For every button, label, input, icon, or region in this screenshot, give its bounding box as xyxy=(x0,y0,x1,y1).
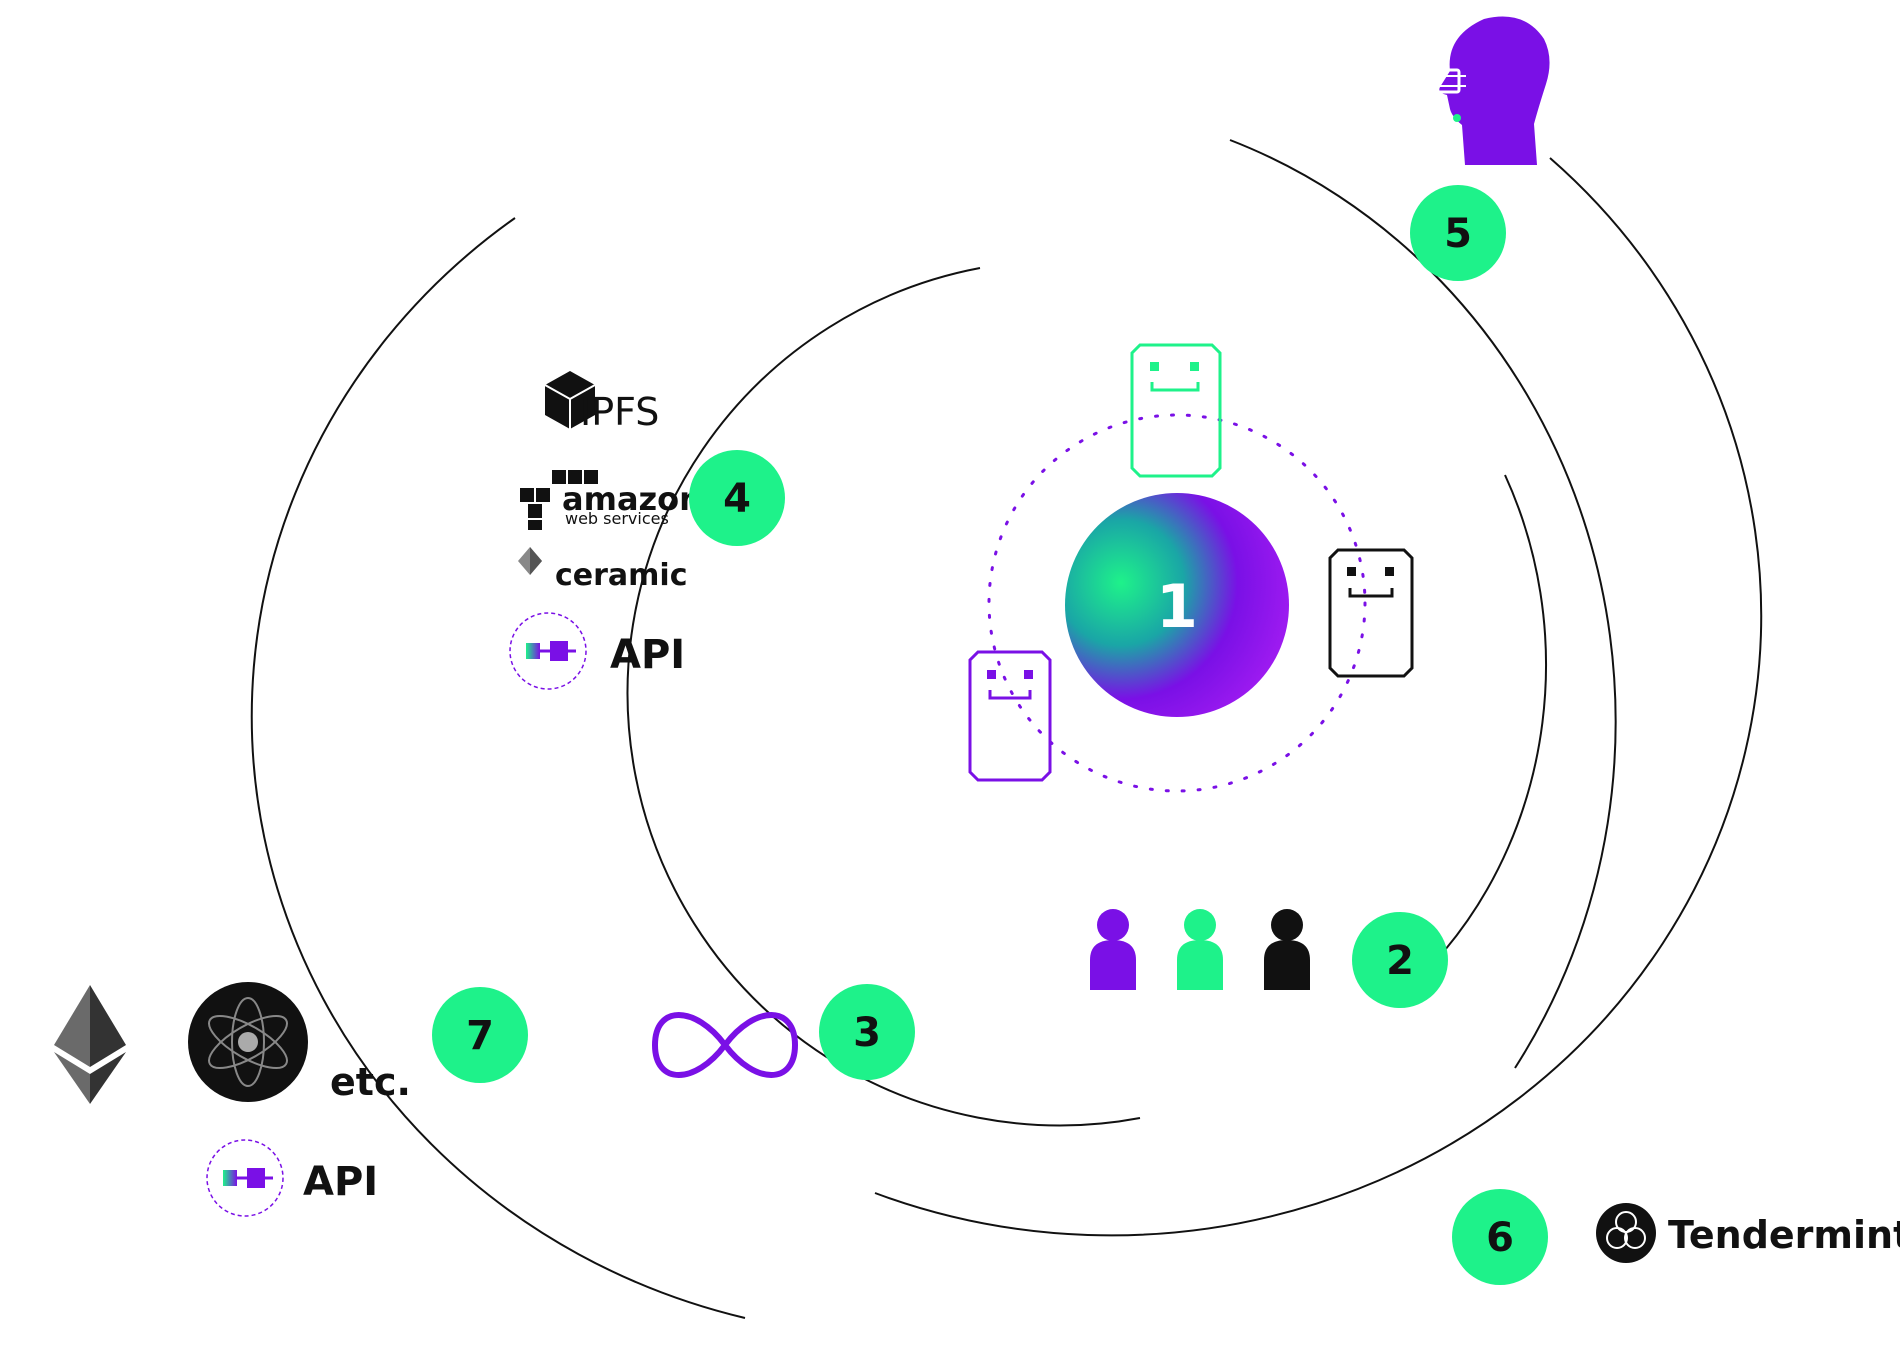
robot-icon-black xyxy=(1328,548,1414,678)
tendermint-icon xyxy=(1596,1203,1656,1263)
aws-icon xyxy=(520,470,598,530)
ipfs-label: IPFS xyxy=(580,390,659,434)
orbit-arc-6 xyxy=(874,157,1763,1237)
orbit-arcs xyxy=(250,139,1763,1319)
badge-6: 6 xyxy=(1452,1189,1548,1285)
center-label: 1 xyxy=(1156,572,1198,642)
center-orb: 1 xyxy=(1065,493,1289,717)
user-icon-black xyxy=(1264,909,1310,990)
robot-icon-green xyxy=(1130,343,1222,478)
ceramic-icon xyxy=(518,547,542,575)
ceramic-label: ceramic xyxy=(555,558,688,593)
svg-text:3: 3 xyxy=(853,1010,881,1056)
infinity-icon xyxy=(651,1012,799,1078)
api-plug-icon xyxy=(509,612,587,690)
orbit-arc-5 xyxy=(1229,139,1617,1069)
svg-text:4: 4 xyxy=(723,476,751,522)
orbit-arc-2 xyxy=(1444,474,1547,951)
user-icon-green xyxy=(1177,909,1223,990)
inner-dotted-orbit xyxy=(987,413,1367,793)
svg-text:2: 2 xyxy=(1386,938,1414,984)
ethereum-icon xyxy=(54,985,126,1104)
badge-3: 3 xyxy=(819,984,915,1080)
ai-head-icon xyxy=(1430,16,1550,166)
badge-4: 4 xyxy=(689,450,785,546)
svg-text:7: 7 xyxy=(466,1013,494,1059)
svg-text:5: 5 xyxy=(1444,211,1472,257)
badge-5: 5 xyxy=(1410,185,1506,281)
svg-text:6: 6 xyxy=(1486,1215,1514,1261)
robot-icon-purple xyxy=(968,650,1052,782)
chains-api-plug-icon xyxy=(206,1139,284,1217)
tendermint-label: Tendermint xyxy=(1668,1213,1900,1257)
badge-2: 2 xyxy=(1352,912,1448,1008)
etc-label: etc. xyxy=(330,1060,411,1104)
cosmos-atom-icon xyxy=(188,982,308,1102)
user-icon-purple xyxy=(1090,909,1136,990)
orbit-arc-7 xyxy=(250,217,746,1319)
ipfs-icon xyxy=(544,371,596,429)
storage-api-label: API xyxy=(610,632,685,678)
badge-7: 7 xyxy=(432,987,528,1083)
chains-api-label: API xyxy=(303,1159,378,1205)
orbit-arc-3 xyxy=(626,267,1141,1127)
aws-sublabel: web services xyxy=(565,509,669,528)
aws-label: amazon xyxy=(562,480,702,518)
